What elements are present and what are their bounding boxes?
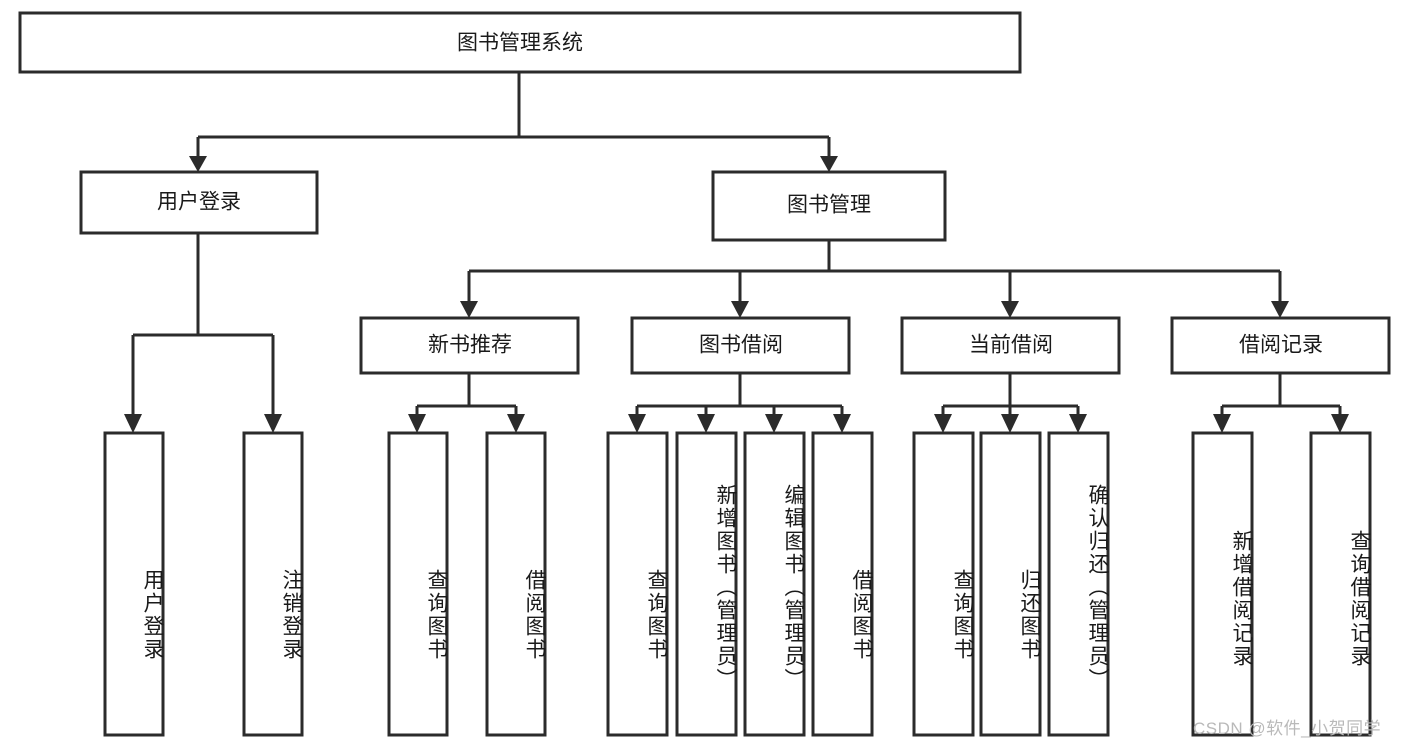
leaf-box-layer [103, 431, 1372, 737]
node-leaf-query-book-2-box[interactable] [606, 431, 669, 737]
node-borrow-record-box[interactable] [1170, 316, 1391, 375]
arrow-head-leaf-edit-book [765, 414, 783, 433]
node-current-borrow-box[interactable] [900, 316, 1121, 375]
arrow-head-borrow-record [1271, 301, 1289, 318]
connector-layer [124, 72, 1349, 433]
arrow-head-leaf-user-login [124, 414, 142, 433]
node-leaf-query-record-box[interactable] [1309, 431, 1372, 737]
arrow-head-book-management [820, 156, 838, 172]
node-leaf-edit-book-box[interactable] [743, 431, 806, 737]
node-book-borrow-label: 图书借阅 [699, 334, 783, 357]
arrow-head-user-login [189, 156, 207, 172]
node-root[interactable]: 图书管理系统 [18, 11, 1022, 74]
node-book-management-label: 图书管理 [787, 194, 871, 217]
node-book-borrow-box[interactable] [630, 316, 851, 375]
node-root-label: 图书管理系统 [457, 32, 583, 55]
node-user-login[interactable]: 用户登录 [79, 170, 319, 235]
node-borrow-record-label: 借阅记录 [1239, 334, 1323, 357]
node-leaf-query-book-3-box[interactable] [912, 431, 975, 737]
arrow-head-book-borrow [731, 301, 749, 318]
arrow-head-new-book-recommend [460, 301, 478, 318]
arrow-head-leaf-query-record [1331, 414, 1349, 433]
node-leaf-confirm-return-box[interactable] [1047, 431, 1110, 737]
node-new-book-recommend-box[interactable] [359, 316, 580, 375]
arrow-head-leaf-query-book-2 [628, 414, 646, 433]
arrow-head-leaf-borrow-book-2 [833, 414, 851, 433]
node-current-borrow[interactable]: 当前借阅 [900, 316, 1121, 375]
node-book-borrow[interactable]: 图书借阅 [630, 316, 851, 375]
arrow-head-leaf-return-book [1001, 414, 1019, 433]
node-leaf-query-book-1-box[interactable] [387, 431, 449, 737]
arrow-head-leaf-confirm-return [1069, 414, 1087, 433]
node-leaf-user-login-box[interactable] [103, 431, 165, 737]
node-borrow-record[interactable]: 借阅记录 [1170, 316, 1391, 375]
arrow-head-leaf-add-record [1213, 414, 1231, 433]
arrow-head-leaf-add-book [697, 414, 715, 433]
node-new-book-recommend-label: 新书推荐 [428, 334, 512, 357]
node-user-login-label: 用户登录 [157, 191, 241, 214]
arrow-head-leaf-borrow-book-1 [507, 414, 525, 433]
node-leaf-borrow-book-1-box[interactable] [485, 431, 547, 737]
arrow-head-current-borrow [1001, 301, 1019, 318]
node-leaf-logout-login-box[interactable] [242, 431, 304, 737]
node-user-login-box[interactable] [79, 170, 319, 235]
node-new-book-recommend[interactable]: 新书推荐 [359, 316, 580, 375]
node-book-management[interactable]: 图书管理 [711, 170, 947, 242]
node-leaf-add-record-box[interactable] [1191, 431, 1254, 737]
node-leaf-return-book-box[interactable] [979, 431, 1042, 737]
csdn-watermark: CSDN @软件_小贺同学 [1193, 719, 1382, 738]
node-current-borrow-label: 当前借阅 [969, 334, 1053, 357]
node-leaf-add-book-box[interactable] [675, 431, 738, 737]
arrow-head-leaf-logout-login [264, 414, 282, 433]
node-book-management-box[interactable] [711, 170, 947, 242]
arrow-head-leaf-query-book-1 [408, 414, 426, 433]
node-leaf-borrow-book-2-box[interactable] [811, 431, 874, 737]
arrow-head-leaf-query-book-3 [934, 414, 952, 433]
node-root-box[interactable] [18, 11, 1022, 74]
